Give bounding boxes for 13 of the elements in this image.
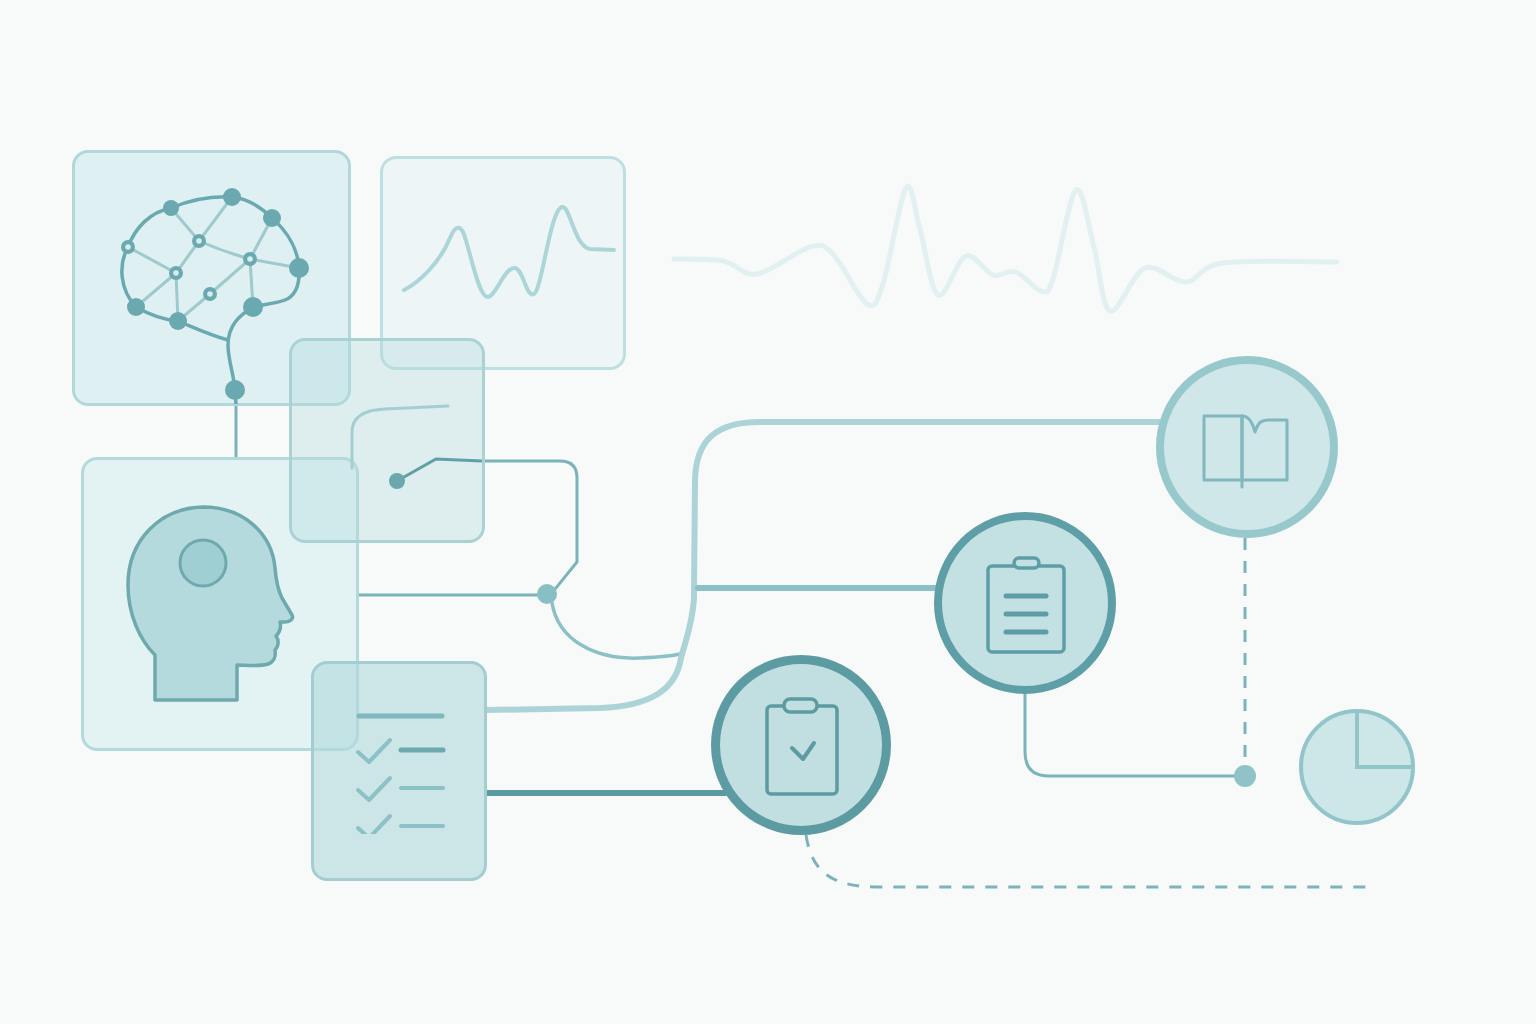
connector-line — [691, 419, 1163, 597]
connector-line — [484, 790, 728, 796]
connector-line — [357, 593, 539, 597]
illustration-panel — [81, 457, 359, 751]
illustration-panel — [380, 156, 626, 370]
connector-line — [483, 459, 579, 591]
illustration-panel — [289, 338, 485, 543]
connector-line — [234, 404, 238, 459]
connector-line — [1023, 692, 1236, 778]
illustration-panel — [311, 661, 487, 881]
illustration-panel — [72, 150, 351, 406]
junction-dot — [1234, 765, 1256, 787]
junction-dot — [537, 584, 557, 604]
